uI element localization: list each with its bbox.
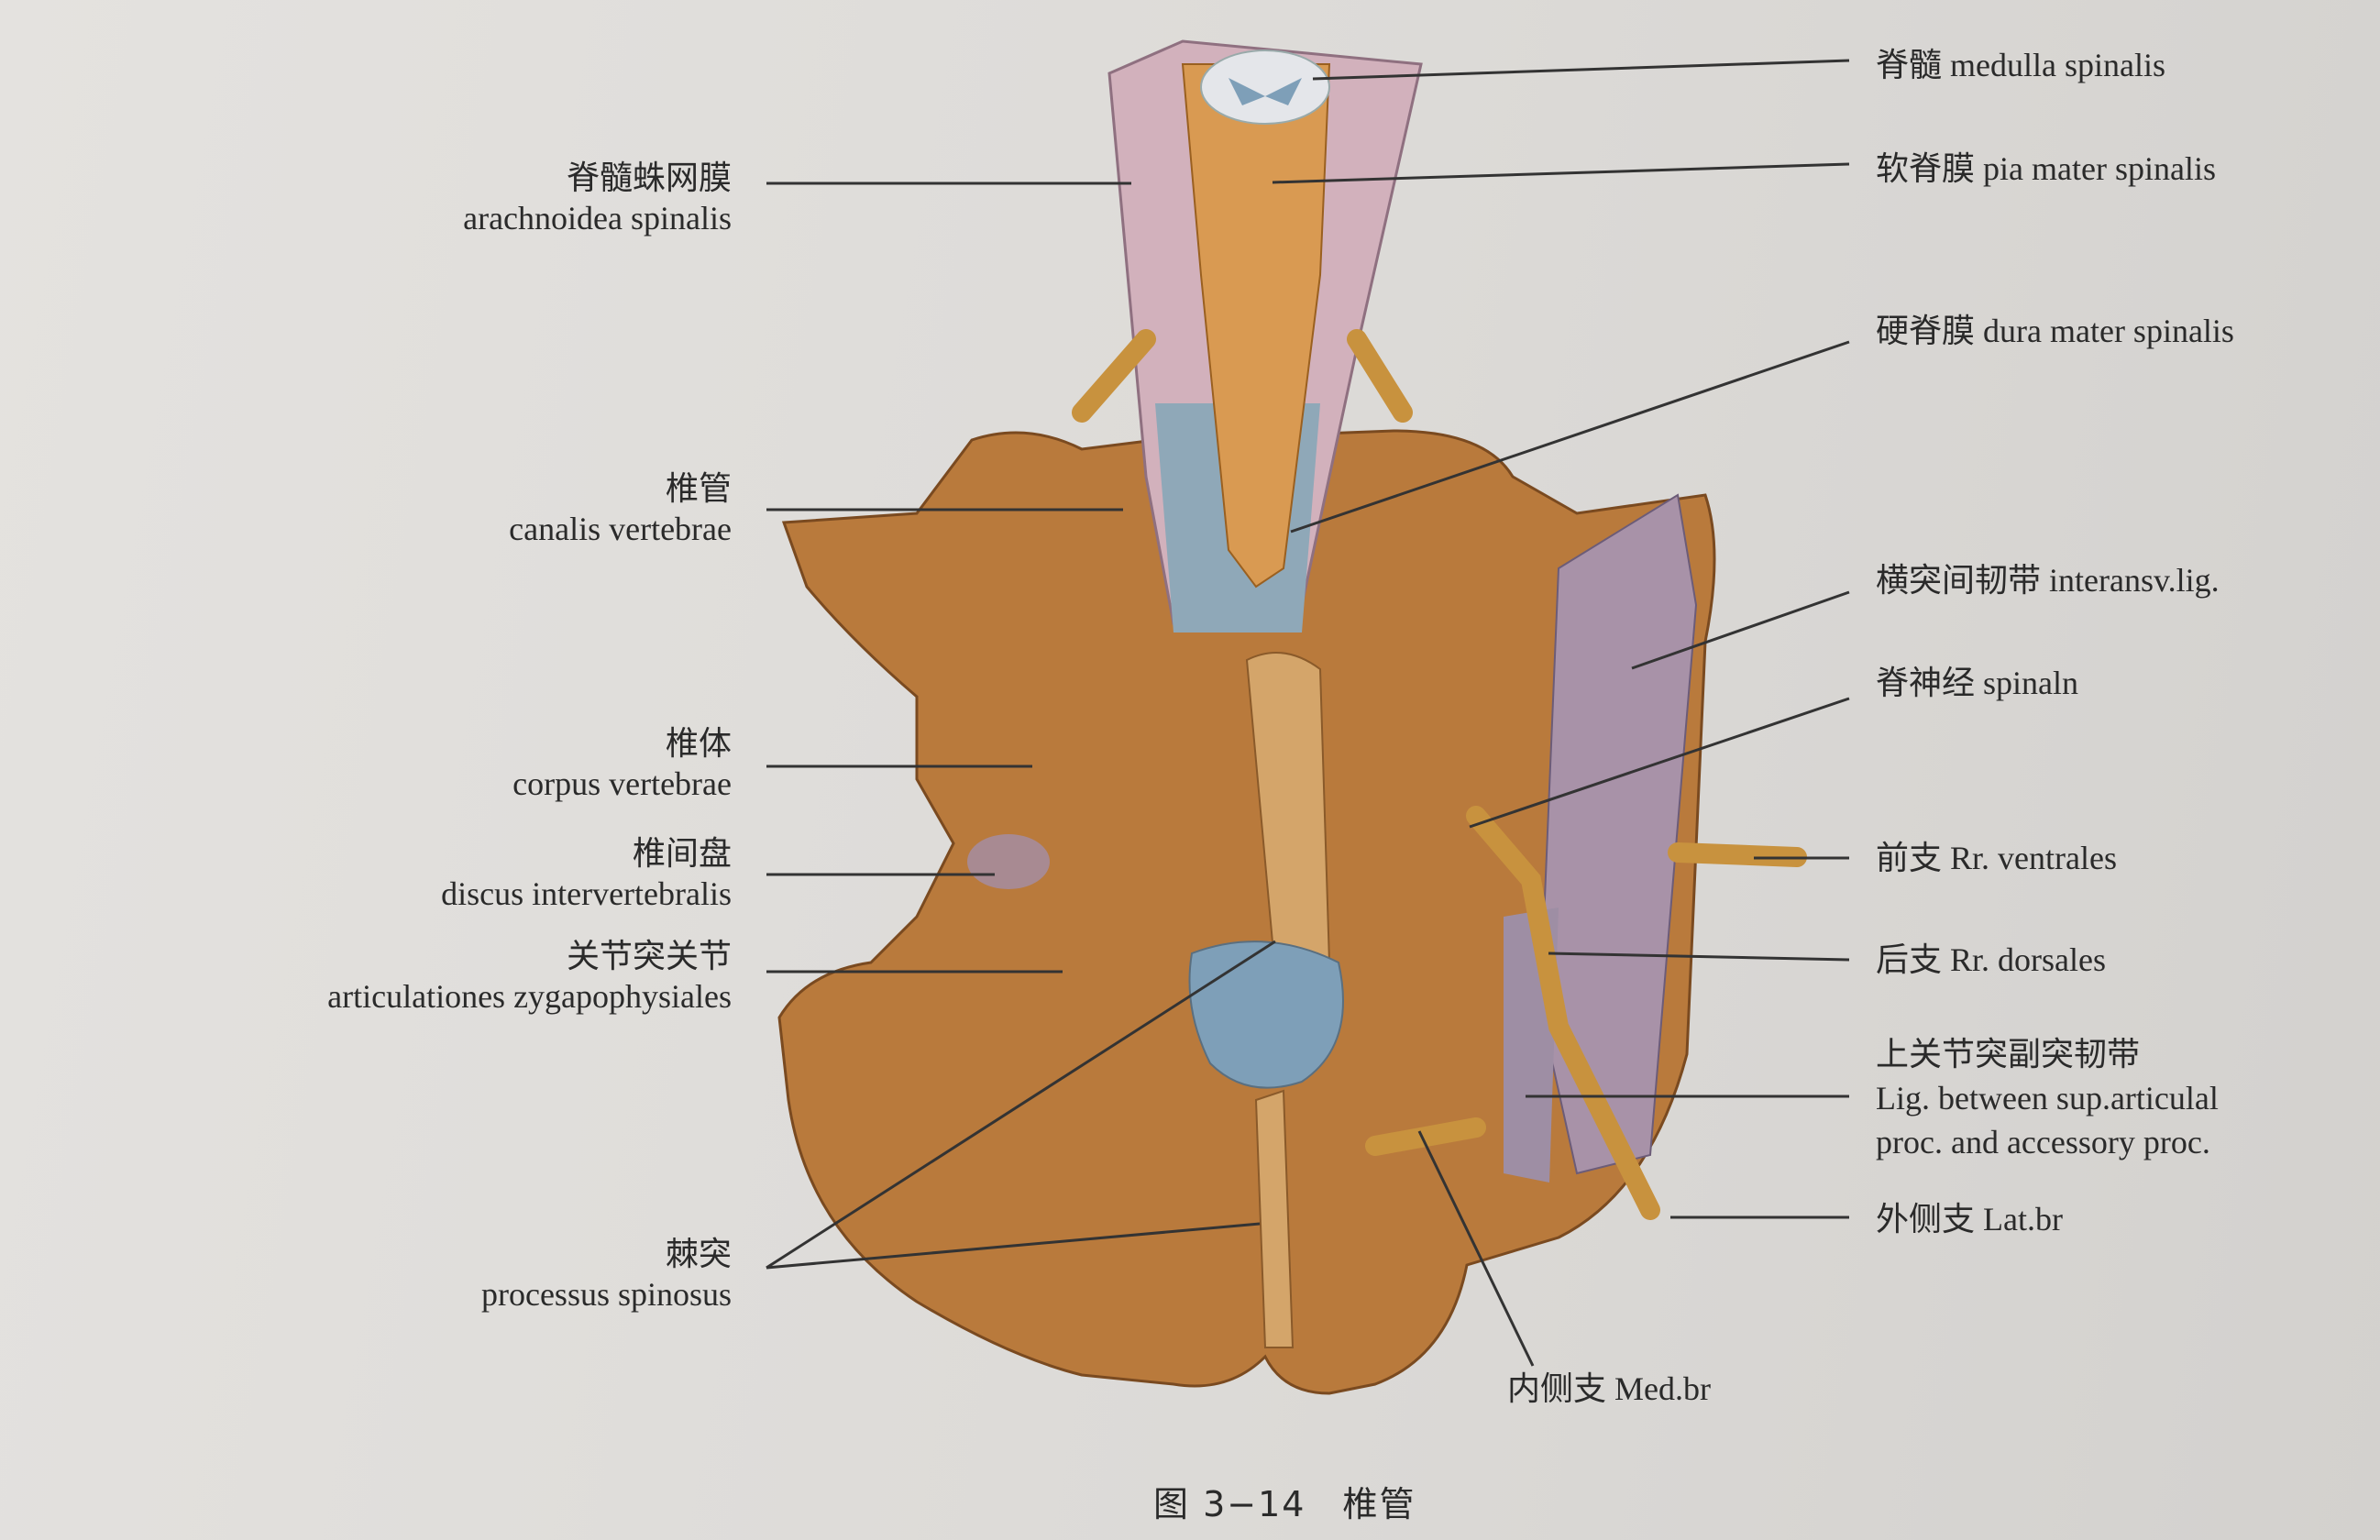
label-pia-mater: 软脊膜 pia mater spinalis [1876,150,2216,187]
figure-number: 图 3−14 [1153,1484,1306,1524]
cord-cross-section [1200,50,1330,125]
nerve-roots [1072,329,1807,1220]
articular-facet [1188,940,1344,1089]
intervertebral-disc [967,834,1050,889]
figure-title: 椎管 [1342,1484,1416,1524]
leader-lines [766,59,1850,1367]
label-interansv-lig: 横突间韧带 interansv.lig. [1876,562,2220,599]
label-medulla: 脊髓 medulla spinalis [1876,47,2165,83]
label-dorsal-rami: 后支 Rr. dorsales [1876,941,2106,978]
label-medial-branch: 内侧支 Med.br [1507,1370,1711,1407]
label-lateral-branch: 外侧支 Lat.br [1876,1201,2063,1238]
spinal-cord [1181,63,1331,588]
label-ventral-rami: 前支 Rr. ventrales [1876,840,2117,876]
gray-matter [1229,78,1302,105]
label-dura-mater: 硬脊膜 dura mater spinalis [1876,313,2234,349]
figure-caption: 图 3−14 椎管 [1153,1476,1452,1526]
vertebra-bone [777,429,1716,1395]
label-spinal-nerve: 脊神经 spinaln [1876,665,2079,701]
